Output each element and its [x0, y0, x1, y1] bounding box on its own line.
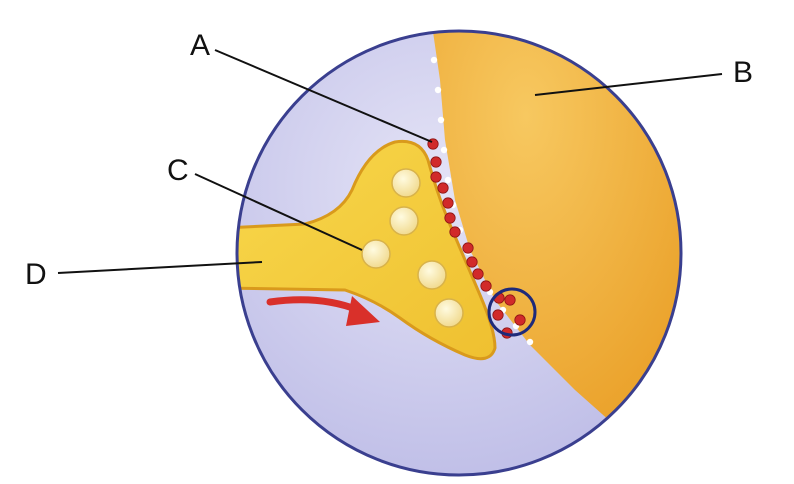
label-c: C — [167, 154, 189, 187]
neurotransmitter-dot — [480, 280, 492, 292]
neurotransmitter-dot — [430, 156, 442, 168]
neurotransmitter-dot — [462, 242, 474, 254]
leader-line-c — [194, 173, 363, 251]
label-b: B — [733, 56, 754, 89]
neurotransmitter-dot — [504, 294, 516, 306]
neurotransmitter-dot — [437, 182, 449, 194]
vesicle — [391, 168, 421, 198]
arrow-head — [346, 296, 380, 326]
vesicle — [434, 298, 464, 328]
view-border — [235, 29, 683, 477]
vesicle — [417, 260, 447, 290]
vesicle — [361, 239, 391, 269]
leader-line-b — [534, 73, 723, 96]
postsynaptic-cell — [432, 31, 681, 475]
label-a: A — [190, 29, 211, 62]
label-d: D — [25, 258, 47, 291]
neurotransmitter-dot — [466, 256, 478, 268]
receptor-bump — [440, 146, 448, 154]
neurotransmitter-dot — [514, 314, 526, 326]
neurotransmitters — [427, 138, 526, 339]
highlight-circle — [487, 287, 537, 337]
leader-line-d — [57, 261, 263, 274]
receptor-bump — [437, 116, 445, 124]
neurotransmitter-dot — [444, 212, 456, 224]
receptor-bump — [444, 176, 452, 184]
neurotransmitter-dot — [449, 226, 461, 238]
neurotransmitter-dot — [442, 197, 454, 209]
leader-line-a — [214, 49, 433, 143]
neurotransmitter-dot — [492, 309, 504, 321]
magnified-view — [237, 31, 681, 475]
neurotransmitter-dot — [430, 171, 442, 183]
neurotransmitter-dot — [472, 268, 484, 280]
vesicle — [389, 206, 419, 236]
receptor-bump — [434, 86, 442, 94]
receptor-bump — [430, 56, 438, 64]
receptor-bump — [526, 338, 534, 346]
